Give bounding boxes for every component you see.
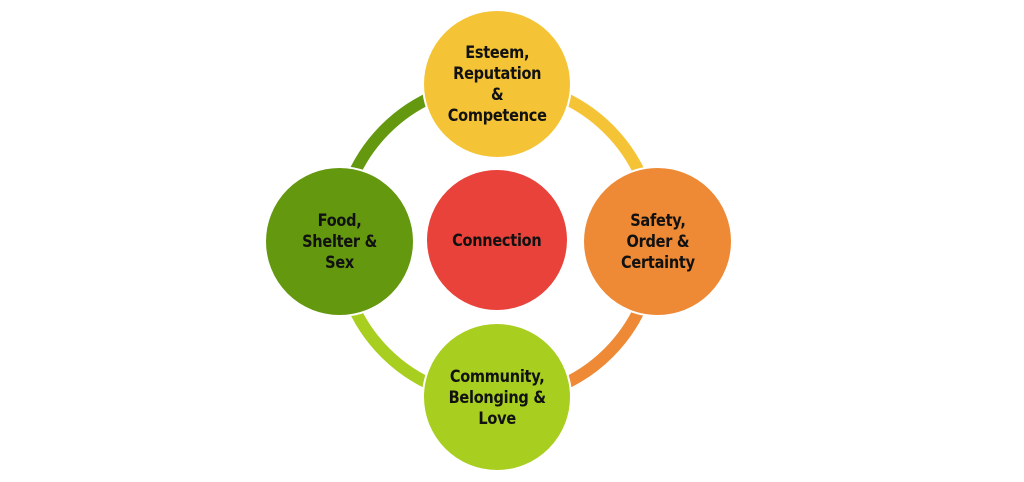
node-esteem-reputation-competence: Esteem, Reputation & Competence — [422, 9, 572, 159]
node-top-label: Esteem, Reputation & Competence — [447, 43, 547, 125]
node-right-label: Safety, Order & Certainty — [620, 211, 695, 272]
node-food-shelter-sex: Food, Shelter & Sex — [264, 166, 415, 317]
node-safety-order-certainty: Safety, Order & Certainty — [582, 166, 733, 317]
center-node-connection: Connection — [425, 168, 569, 312]
center-node-label: Connection — [452, 230, 542, 250]
node-left-label: Food, Shelter & Sex — [302, 211, 377, 272]
node-bottom-label: Community, Belonging & Love — [448, 366, 546, 428]
node-community-belonging-love: Community, Belonging & Love — [422, 322, 572, 472]
